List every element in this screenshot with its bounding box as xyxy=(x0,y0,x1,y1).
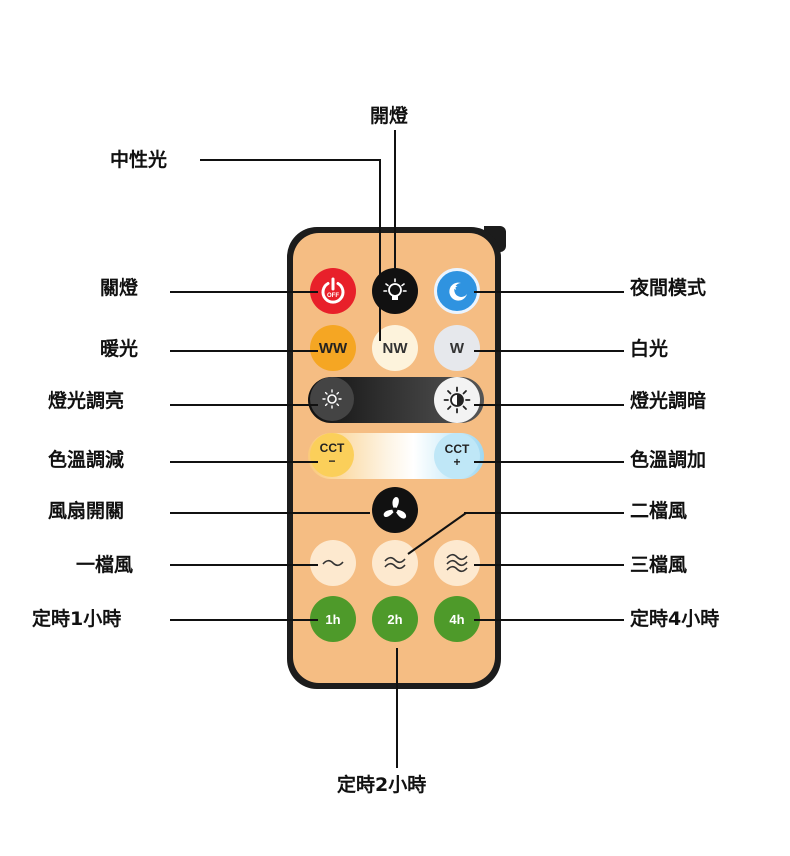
fan-level1-button[interactable] xyxy=(310,540,356,586)
wind-level3-icon xyxy=(446,553,468,573)
sun-dim-icon xyxy=(322,389,342,409)
label-fan-level1: 一檔風 xyxy=(76,554,134,576)
leader-timer-2h xyxy=(396,648,398,768)
label-white-light: 白光 xyxy=(630,338,669,360)
fan-icon xyxy=(383,497,407,519)
fan-level2-button[interactable] xyxy=(372,540,418,586)
warm-light-button[interactable]: WW xyxy=(310,325,356,371)
cct-down-button[interactable]: CCT − xyxy=(310,433,354,477)
brightness-dim-button[interactable] xyxy=(310,377,354,421)
label-timer-1h: 定時1小時 xyxy=(32,608,122,630)
label-brightness-down: 燈光調暗 xyxy=(630,390,707,412)
moon-star-icon: ★ xyxy=(449,282,467,301)
wind-level2-icon xyxy=(384,556,406,570)
label-neutral-light: 中性光 xyxy=(110,149,168,171)
leader-timer-1h xyxy=(170,619,318,621)
label-timer-4h: 定時4小時 xyxy=(630,608,720,630)
label-fan-level2: 二檔風 xyxy=(630,500,688,522)
cct-up-button[interactable]: CCT + xyxy=(434,433,480,479)
leader-bright-up xyxy=(170,404,318,406)
wind-level1-icon xyxy=(322,559,344,567)
bulb-icon xyxy=(383,278,407,300)
leader-white xyxy=(474,350,624,352)
label-timer-2h: 定時2小時 xyxy=(337,774,427,796)
leader-timer-4h xyxy=(474,619,624,621)
fan-level3-button[interactable] xyxy=(434,540,480,586)
leader-fan-level2-h xyxy=(464,512,624,514)
leader-power-on xyxy=(394,130,396,278)
white-light-button[interactable]: W xyxy=(434,325,480,371)
timer-2h-button[interactable]: 2h xyxy=(372,596,418,642)
label-power-on: 開燈 xyxy=(370,105,409,127)
leader-bright-down xyxy=(474,404,624,406)
label-off: 關燈 xyxy=(100,277,139,299)
leader-fan-level2-diag xyxy=(407,512,467,555)
fan-toggle-button[interactable] xyxy=(372,487,418,533)
svg-text:★: ★ xyxy=(450,283,458,293)
label-cct-up: 色溫調加 xyxy=(630,449,707,471)
label-brightness-up: 燈光調亮 xyxy=(48,390,125,412)
sun-bright-icon xyxy=(443,386,471,414)
leader-cct-up xyxy=(474,461,624,463)
leader-cct-down xyxy=(170,461,318,463)
timer-4h-button[interactable]: 4h xyxy=(434,596,480,642)
label-fan-level3: 三檔風 xyxy=(630,554,688,576)
leader-off xyxy=(170,291,318,293)
leader-night xyxy=(474,291,624,293)
label-night-mode: 夜間模式 xyxy=(630,277,707,299)
cct-minus-sign: − xyxy=(328,454,336,468)
leader-neutral-h xyxy=(200,159,380,161)
cct-down-label: CCT xyxy=(319,441,345,455)
leader-neutral-v xyxy=(379,159,381,341)
cct-plus-sign: + xyxy=(453,455,461,469)
label-fan-toggle: 風扇開關 xyxy=(48,500,125,522)
brightness-bright-button[interactable] xyxy=(434,377,480,423)
power-icon: OFF xyxy=(321,277,345,304)
power-off-button[interactable]: OFF xyxy=(310,268,356,314)
label-warm-light: 暖光 xyxy=(100,338,139,360)
leader-fan-level1 xyxy=(170,564,318,566)
label-cct-down: 色溫調減 xyxy=(48,449,125,471)
cct-up-label: CCT xyxy=(444,442,470,456)
leader-fan-toggle xyxy=(170,512,370,514)
leader-warm xyxy=(170,350,318,352)
leader-fan-level3 xyxy=(474,564,624,566)
off-badge-text: OFF xyxy=(327,293,339,299)
